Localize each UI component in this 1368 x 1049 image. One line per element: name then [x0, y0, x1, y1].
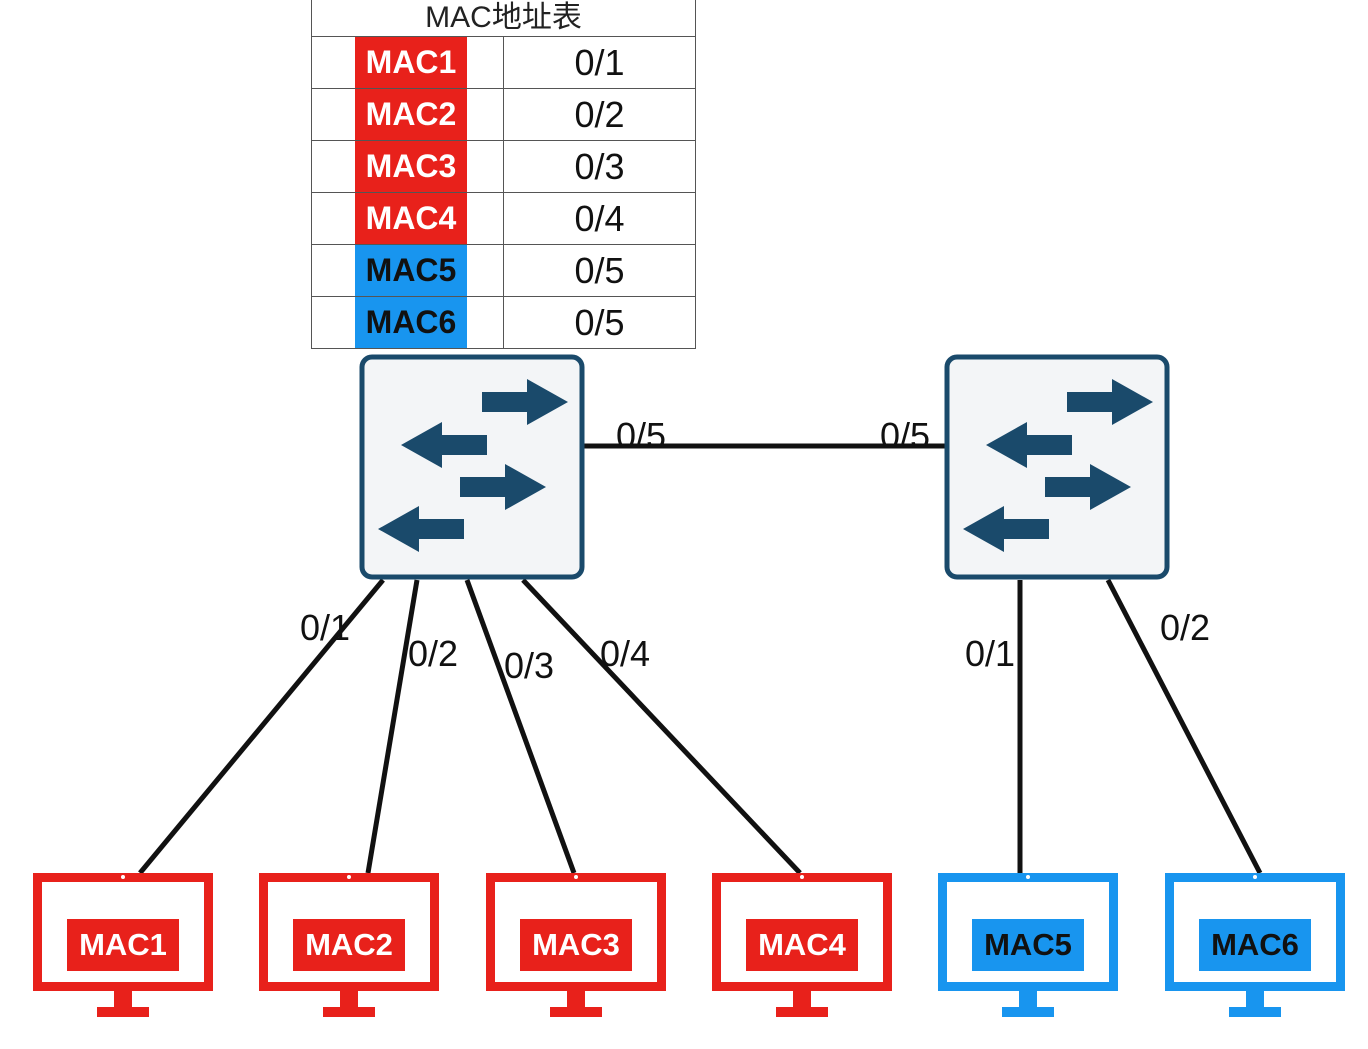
table-caption: MAC地址表 [311, 0, 696, 37]
link-line [1105, 578, 1263, 875]
mac-chip: MAC1 [355, 37, 467, 88]
port-label: 0/5 [616, 415, 667, 456]
mac-chip: MAC4 [355, 193, 467, 244]
table-row: MAC6 0/5 [311, 297, 696, 349]
mac-chip: MAC3 [355, 141, 467, 192]
table-row: MAC5 0/5 [311, 245, 696, 297]
mac-chip: MAC2 [355, 89, 467, 140]
switch-icon [359, 354, 585, 580]
port-cell: 0/4 [574, 198, 625, 239]
port-label: 0/5 [880, 415, 931, 456]
mac-chip: MAC6 [355, 297, 467, 348]
table-row: MAC4 0/4 [311, 193, 696, 245]
mac-address-table: MAC地址表 MAC1 0/1 MAC2 0/2 MAC3 0/3 MAC4 0… [311, 0, 696, 349]
port-cell: 0/5 [574, 250, 625, 291]
port-label: 0/4 [600, 633, 651, 674]
port-cell: 0/5 [574, 302, 625, 343]
computer-label: MAC2 [293, 919, 405, 971]
port-cell: 0/1 [574, 42, 625, 83]
computer-icon: MAC1 [33, 873, 213, 1023]
computer-icon: MAC6 [1165, 873, 1345, 1023]
table-row: MAC1 0/1 [311, 37, 696, 89]
link-line [365, 579, 420, 874]
switch-icon [944, 354, 1170, 580]
link-line [138, 578, 385, 875]
computer-label: MAC4 [746, 919, 858, 971]
port-label: 0/1 [300, 607, 351, 648]
computer-icon: MAC3 [486, 873, 666, 1023]
computer-label: MAC6 [1199, 919, 1311, 971]
table-row: MAC3 0/3 [311, 141, 696, 193]
computer-icon: MAC5 [938, 873, 1118, 1023]
port-cell: 0/3 [574, 146, 625, 187]
port-label: 0/2 [408, 633, 459, 674]
port-label: 0/3 [504, 645, 555, 686]
table-row: MAC2 0/2 [311, 89, 696, 141]
link-line [464, 579, 577, 874]
mac-chip: MAC5 [355, 245, 467, 296]
link-line [521, 578, 802, 875]
computer-label: MAC3 [520, 919, 632, 971]
computer-icon: MAC2 [259, 873, 439, 1023]
computer-label: MAC1 [67, 919, 179, 971]
computer-label: MAC5 [972, 919, 1084, 971]
computer-icon: MAC4 [712, 873, 892, 1023]
port-label: 0/1 [965, 633, 1016, 674]
port-cell: 0/2 [574, 94, 625, 135]
port-label: 0/2 [1160, 607, 1211, 648]
